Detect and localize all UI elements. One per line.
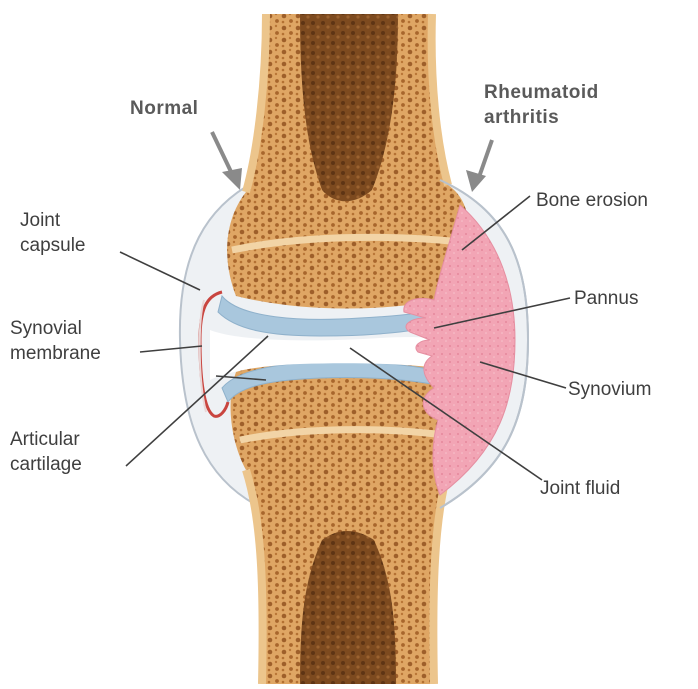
synovium-label: Synovium: [568, 377, 651, 402]
synovial-membrane-label-line2: membrane: [10, 341, 101, 366]
normal-heading: Normal: [130, 96, 198, 121]
articular-cartilage-label-line2: cartilage: [10, 452, 82, 477]
rheumatoid-heading-line1: Rheumatoid: [484, 80, 599, 105]
joint-capsule-label-line2: capsule: [20, 233, 86, 258]
normal-arrow: [212, 132, 242, 190]
joint-fluid-label: Joint fluid: [540, 476, 620, 501]
pannus-label: Pannus: [574, 286, 638, 311]
synovial-membrane-label-line1: Synovial: [10, 316, 82, 341]
rheumatoid-heading-line2: arthritis: [484, 105, 559, 130]
joint-capsule-label-line1: Joint: [20, 208, 60, 233]
articular-cartilage-label-line1: Articular: [10, 427, 80, 452]
bone-erosion-label: Bone erosion: [536, 188, 648, 213]
rheumatoid-arrow: [466, 140, 492, 192]
